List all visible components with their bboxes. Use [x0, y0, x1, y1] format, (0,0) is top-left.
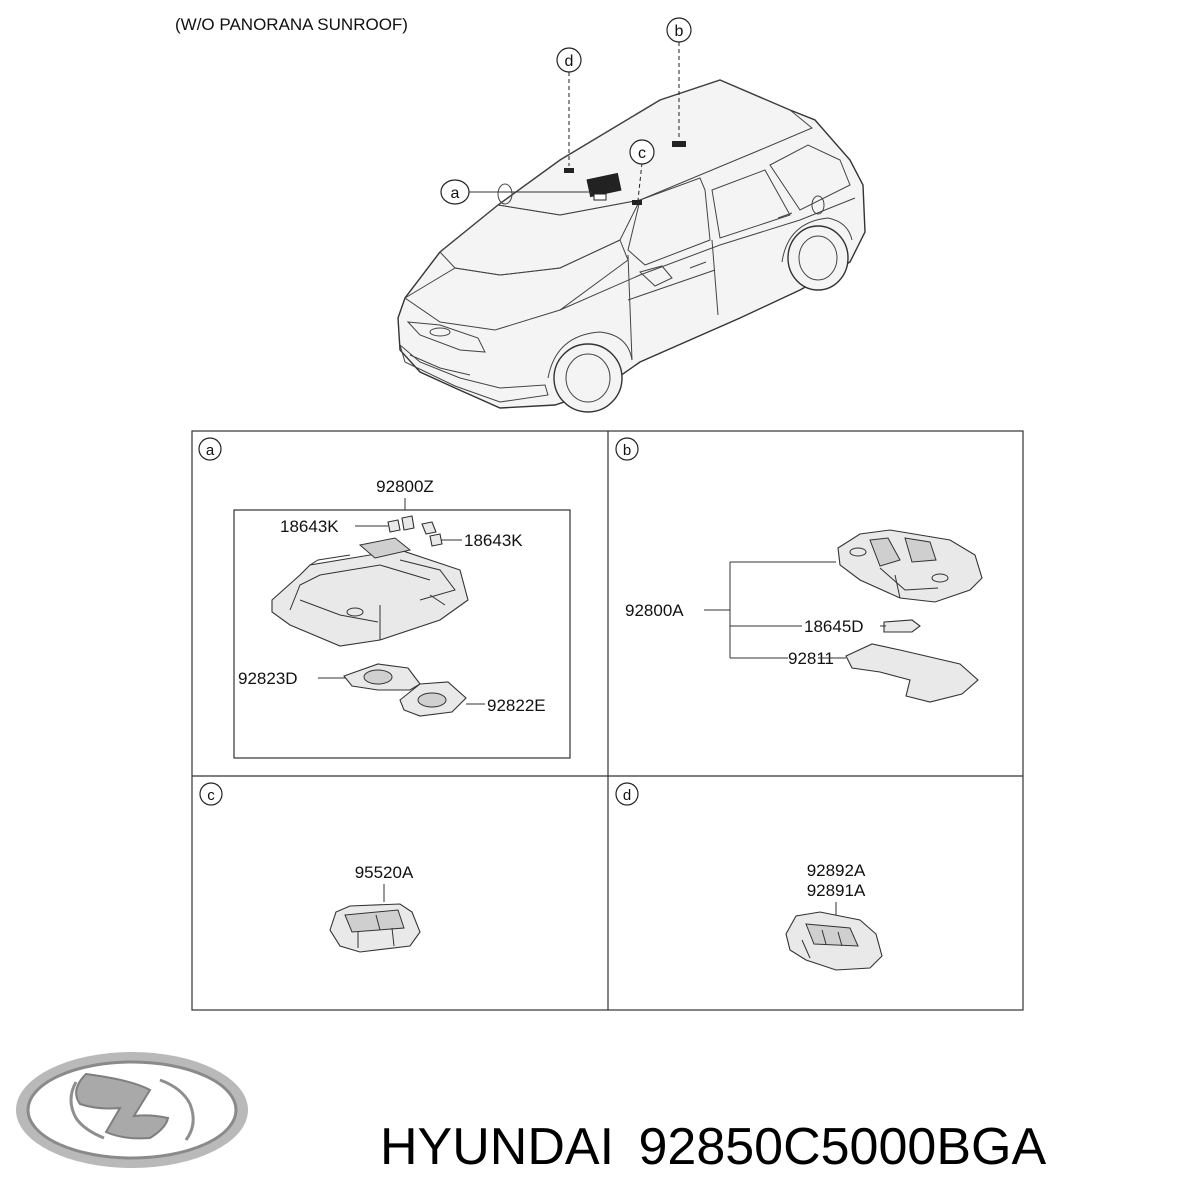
callout-d-car: d — [556, 47, 582, 73]
panel-d: d 92892A 92891A — [615, 782, 883, 971]
panel-d-tag: d — [623, 787, 631, 804]
part-label-18643K-left: 18643K — [280, 517, 339, 536]
svg-text:b: b — [675, 23, 684, 40]
footer-part-number: 92850C5000BGA — [638, 1118, 1047, 1176]
svg-text:c: c — [638, 145, 646, 162]
callout-b-car: b — [666, 17, 692, 43]
header-note: (W/O PANORANA SUNROOF) — [175, 15, 408, 34]
part-label-95520A: 95520A — [355, 863, 414, 882]
overhead-console-part — [271, 537, 469, 647]
part-label-18645D: 18645D — [804, 617, 864, 636]
footer-brand: HYUNDAI — [380, 1118, 615, 1176]
part-label-92800Z: 92800Z — [376, 477, 434, 496]
panel-a: a 92800Z 18643K 18643K — [198, 437, 571, 759]
panel-b: b 92800A 18645D 92811 — [615, 437, 983, 703]
svg-text:a: a — [451, 185, 460, 202]
part-label-92891A: 92891A — [807, 881, 866, 900]
panel-a-tag: a — [206, 442, 215, 459]
panel-grid — [191, 430, 1024, 1011]
callout-c-car: c — [629, 139, 655, 165]
svg-text:d: d — [565, 53, 574, 70]
part-label-92800A: 92800A — [625, 601, 684, 620]
part-label-92822E: 92822E — [487, 696, 546, 715]
part-label-18643K-right: 18643K — [464, 531, 523, 550]
lens-part-a — [343, 663, 467, 717]
part-label-92892A: 92892A — [807, 861, 866, 880]
part-label-92823D: 92823D — [238, 669, 298, 688]
map-lamp-part-b — [837, 529, 983, 603]
lens-part-b — [845, 643, 979, 703]
luggage-lamp-part-d — [785, 911, 883, 971]
hyundai-logo-icon — [16, 1052, 248, 1168]
room-lamp-part-c — [329, 903, 421, 953]
panel-c-tag: c — [207, 787, 215, 804]
car-illustration — [397, 79, 866, 413]
part-label-92811: 92811 — [788, 649, 834, 668]
bulb-part-b — [883, 619, 921, 633]
bulb-part-a — [387, 515, 443, 547]
panel-c: c 95520A — [199, 782, 421, 953]
callout-a-car: a — [440, 179, 470, 205]
footer-caption: HYUNDAI 92850C5000BGA — [380, 1112, 1190, 1182]
panel-b-tag: b — [623, 442, 631, 459]
